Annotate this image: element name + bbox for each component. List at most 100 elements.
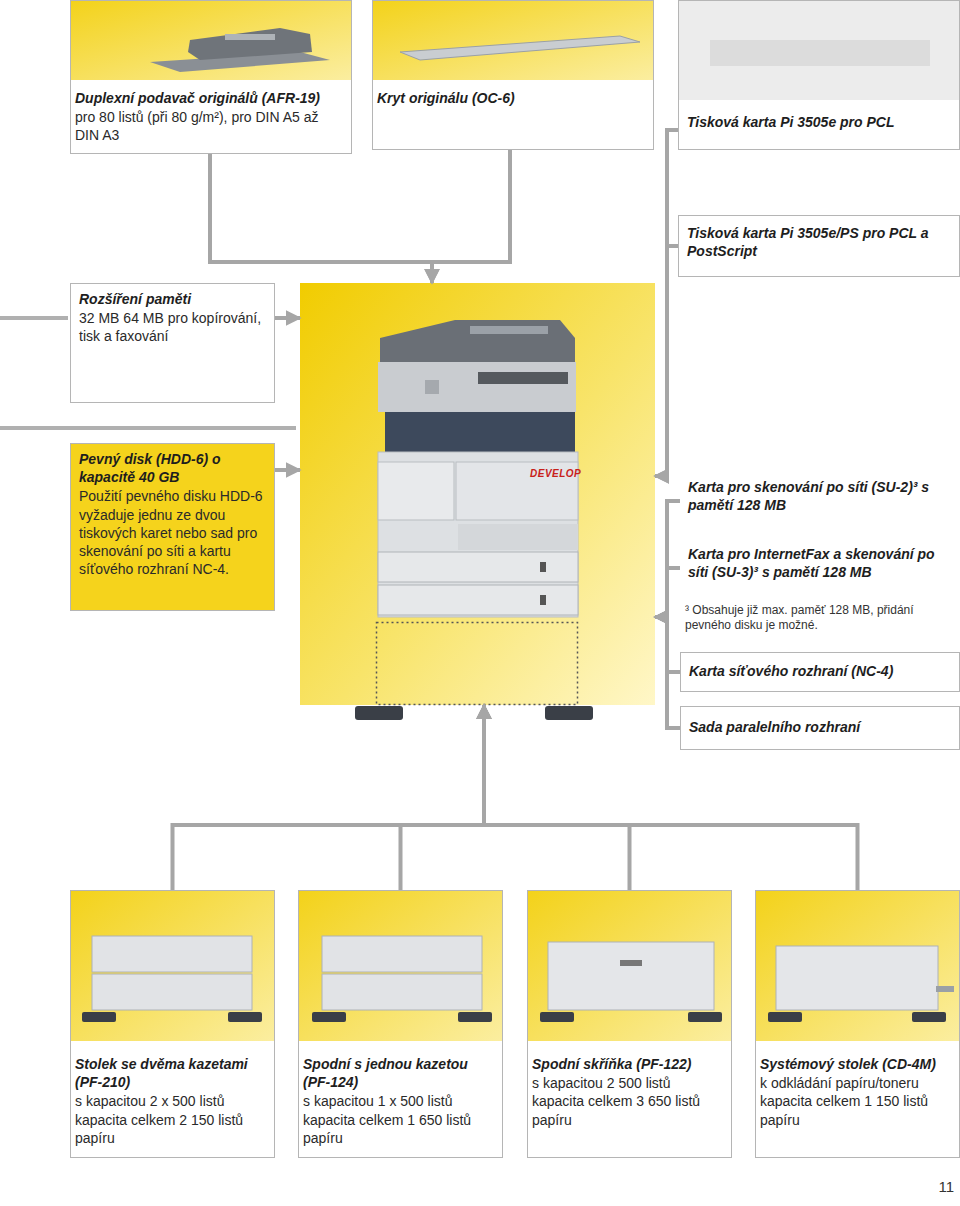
drawer-handle <box>540 595 546 605</box>
node-body: Duplexní podavač originálů (AFR-19)pro 8… <box>71 83 351 151</box>
cover-picture <box>373 0 653 80</box>
connector-arrow <box>210 154 432 283</box>
stand-foot <box>228 1012 262 1022</box>
picture-ground <box>373 0 653 80</box>
node-body: Karta pro InternetFax a skenování po sít… <box>680 537 960 587</box>
decor-line <box>0 316 68 320</box>
control-panel <box>478 372 568 384</box>
picture-ground <box>71 0 351 80</box>
option-box: Kryt originálu (OC-6) <box>372 0 654 150</box>
node-body: Tisková karta Pi 3505e pro PCL <box>679 105 959 137</box>
copier-panel-detail <box>425 380 439 394</box>
option-heading: Systémový stolek (CD-4M) <box>760 1055 953 1073</box>
paper-drawer <box>92 936 252 972</box>
option-description: s kapacitou 2 x 500 listů kapacita celke… <box>75 1092 268 1147</box>
option-description: Použití pevného disku HDD-6 vyžaduje jed… <box>79 487 268 578</box>
connector-arrow <box>401 705 485 890</box>
brand-logo: DEVELOP <box>530 469 581 479</box>
option-description: pro 80 listů (při 80 g/m²), pro DIN A5 a… <box>75 108 345 144</box>
option-heading: Duplexní podavač originálů (AFR-19) <box>75 89 345 107</box>
option-heading: Karta pro InternetFax a skenování po sít… <box>688 545 954 581</box>
copier-foot <box>355 706 403 720</box>
panel-ground <box>300 283 655 705</box>
node-body: Spodní s jednou kazetou (PF-124)s kapaci… <box>299 1043 502 1153</box>
option-heading: Karta síťového rozhraní (NC-4) <box>689 662 953 680</box>
picture-ground <box>756 891 959 1041</box>
stand-foot <box>540 1012 574 1022</box>
option-box: Tisková karta Pi 3505e/PS pro PCL a Post… <box>678 215 960 277</box>
connector-arrow <box>655 568 680 617</box>
feeder-keys <box>470 326 548 334</box>
option-box: Tisková karta Pi 3505e pro PCL <box>678 0 960 150</box>
picture-ground <box>299 891 502 1041</box>
node-body: Sada paralelního rozhraní <box>681 707 959 742</box>
option-heading: Pevný disk (HDD-6) o kapacitě 40 GB <box>79 450 268 486</box>
copier-scanner <box>378 362 576 412</box>
option-heading: Stolek se dvěma kazetami (PF-210) <box>75 1055 268 1091</box>
option-box: Sada paralelního rozhraní <box>680 706 960 750</box>
copier-panel: DEVELOP <box>300 283 655 705</box>
option-box: Stolek se dvěma kazetami (PF-210)s kapac… <box>70 890 275 1158</box>
option-box: Karta pro InternetFax a skenování po sít… <box>680 537 960 599</box>
feeder-slot <box>225 34 275 40</box>
picture-ground <box>679 0 960 100</box>
connector-arrow <box>655 501 680 617</box>
node-body: Pevný disk (HDD-6) o kapacitě 40 GBPouži… <box>71 444 274 584</box>
node-body: Stolek se dvěma kazetami (PF-210)s kapac… <box>71 1043 274 1153</box>
node-body: Systémový stolek (CD-4M)k odkládání papí… <box>756 1043 959 1135</box>
connector-arrow <box>655 130 678 476</box>
feeder-body <box>188 28 312 60</box>
option-slot <box>377 623 578 705</box>
connector-arrow <box>275 316 300 320</box>
option-heading: Kryt originálu (OC-6) <box>377 89 647 107</box>
option-box: Karta síťového rozhraní (NC-4) <box>680 652 960 692</box>
stand-foot <box>688 1012 722 1022</box>
option-heading: Rozšíření paměti <box>79 290 268 308</box>
cabinet-handle <box>620 960 642 966</box>
card-picture <box>679 0 960 100</box>
feeder-picture <box>71 0 351 80</box>
stand-foot <box>82 1012 116 1022</box>
connector-arrow <box>655 246 678 476</box>
option-description: 32 MB 64 MB pro kopírování, tisk a faxov… <box>79 309 268 345</box>
copier-feeder <box>380 320 575 362</box>
picture-ground <box>528 891 731 1041</box>
picture-ground <box>71 891 274 1041</box>
print-card <box>710 40 930 66</box>
paper-drawer <box>322 974 482 1010</box>
option-heading: Spodní s jednou kazetou (PF-124) <box>303 1055 496 1091</box>
drawer-handle <box>540 562 546 572</box>
paper-cabinet <box>548 942 714 1010</box>
paper-drawer <box>322 936 482 972</box>
node-body: Kryt originálu (OC-6) <box>373 83 653 113</box>
node-body: Spodní skříňka (PF-122)s kapacitou 2 500… <box>528 1043 731 1135</box>
stand-foot <box>912 1012 946 1022</box>
option-box: Spodní s jednou kazetou (PF-124)s kapaci… <box>298 890 503 1158</box>
footnote: ³ Obsahuje již max. paměť 128 MB, přidán… <box>685 603 955 633</box>
option-box: Duplexní podavač originálů (AFR-19)pro 8… <box>70 0 352 154</box>
connector-arrow <box>173 705 485 890</box>
stand-foot <box>458 1012 492 1022</box>
option-box: Spodní skříňka (PF-122)s kapacitou 2 500… <box>527 890 732 1158</box>
connector-arrow <box>275 468 300 472</box>
option-box: Pevný disk (HDD-6) o kapacitě 40 GBPouži… <box>70 443 275 611</box>
option-description: s kapacitou 1 x 500 listů kapacita celke… <box>303 1092 496 1147</box>
paper-drawer <box>92 974 252 1010</box>
option-heading: Tisková karta Pi 3505e/PS pro PCL a Post… <box>687 224 953 260</box>
option-heading: Karta pro skenování po síti (SU-2)³ s pa… <box>688 478 954 514</box>
stand-foot <box>312 1012 346 1022</box>
option-heading: Spodní skříňka (PF-122) <box>532 1055 725 1073</box>
option-description: s kapacitou 2 500 listů kapacita celkem … <box>532 1074 725 1129</box>
node-body: Karta pro skenování po síti (SU-2)³ s pa… <box>680 470 960 520</box>
connector-arrow <box>655 617 680 728</box>
connector-arrow <box>432 150 510 283</box>
copier-foot <box>545 706 593 720</box>
option-box: Systémový stolek (CD-4M)k odkládání papí… <box>755 890 960 1158</box>
option-box: Rozšíření paměti32 MB 64 MB pro kopírová… <box>70 283 275 403</box>
connector-arrow <box>484 705 630 890</box>
node-body: Karta síťového rozhraní (NC-4) <box>681 653 959 686</box>
stand-pictures <box>71 891 959 1041</box>
copier-picture <box>300 283 655 720</box>
stand-foot <box>768 1012 802 1022</box>
